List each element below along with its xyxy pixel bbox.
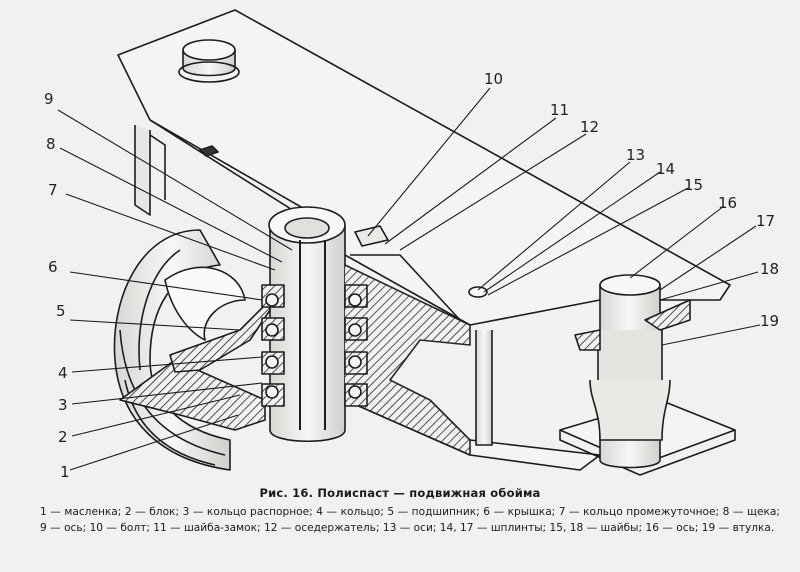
legend-item: 13 — оси; (382, 522, 437, 534)
callout-3: 3 (58, 396, 68, 414)
legend-item: 10 — болт; (89, 522, 150, 534)
legend-item: 8 — щека; (722, 506, 780, 518)
callout-11: 11 (550, 101, 570, 119)
legend-item: 16 — ось; (645, 522, 699, 534)
section-right (344, 264, 471, 456)
callout-4: 4 (58, 364, 68, 382)
legend-item: 9 — ось; (40, 522, 87, 534)
callout-7: 7 (48, 181, 58, 199)
support-rod (475, 330, 493, 446)
legend-item: 12 — оседержатель; (263, 522, 380, 534)
section-left (169, 299, 271, 373)
callout-18: 18 (760, 260, 780, 278)
legend-item: 1 — масленка; (40, 506, 122, 518)
legend-item: 3 — кольцо распорное; (182, 506, 313, 518)
callout-1: 1 (60, 463, 70, 481)
legend-item: 11 — шайба-замок; (153, 522, 261, 534)
side-plate (134, 125, 151, 216)
callout-13: 13 (626, 146, 646, 164)
bolt-10 (354, 225, 389, 247)
callout-12: 12 (580, 118, 600, 136)
legend-item: 15, 18 — шайбы; (549, 522, 643, 534)
legend-item: 2 — блок; (124, 506, 180, 518)
legend-item: 5 — подшипник; (387, 506, 480, 518)
legend-item: 19 — втулка. (701, 522, 775, 534)
bearings-left (261, 284, 285, 407)
callout-19: 19 (760, 312, 780, 330)
callout-14: 14 (656, 160, 676, 178)
callout-16: 16 (718, 194, 738, 212)
legend-item: 4 — кольцо; (316, 506, 384, 518)
callout-10: 10 (484, 70, 504, 88)
pulley-sheave (113, 229, 231, 471)
pulley-block-drawing (57, 9, 761, 476)
legend-item: 7 — кольцо промежуточное; (558, 506, 720, 518)
callout-17: 17 (756, 212, 776, 230)
legend-item: 6 — крышка; (483, 506, 556, 518)
callout-8: 8 (46, 135, 56, 153)
callout-15: 15 (684, 176, 704, 194)
legend-item: 14, 17 — шплинты; (439, 522, 547, 534)
figure-caption-title: Рис. 16. Полиспаст — подвижная обойма (259, 486, 541, 500)
callout-6: 6 (48, 258, 58, 276)
bearings-right (344, 284, 368, 407)
callout-5: 5 (56, 302, 66, 320)
callout-2: 2 (58, 428, 68, 446)
figure-legend: 1 — масленка; 2 — блок; 3 — кольцо распо… (40, 504, 780, 536)
washer-13 (468, 286, 488, 298)
callout-9: 9 (44, 90, 54, 108)
axle-9 (269, 225, 346, 442)
